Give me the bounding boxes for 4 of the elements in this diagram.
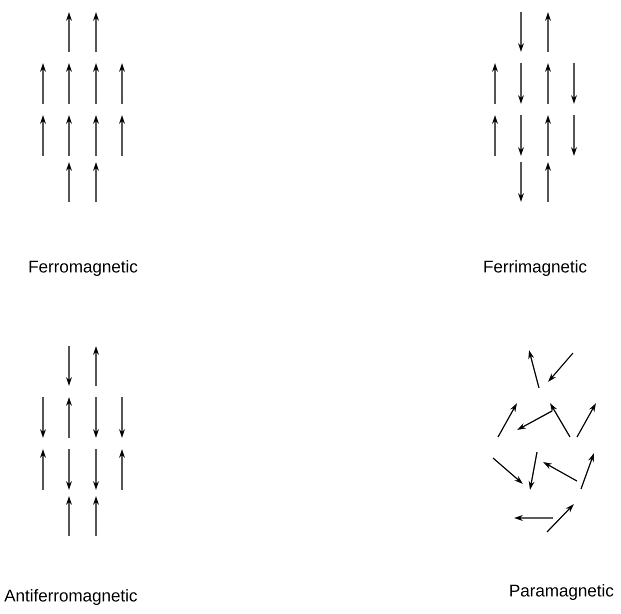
panel-label: Paramagnetic: [510, 584, 614, 600]
panel-label: Ferromagnetic: [30, 260, 138, 276]
panel-label: Ferrimagnetic: [484, 260, 586, 276]
panel-label: Antiferromagnetic: [4, 589, 137, 605]
